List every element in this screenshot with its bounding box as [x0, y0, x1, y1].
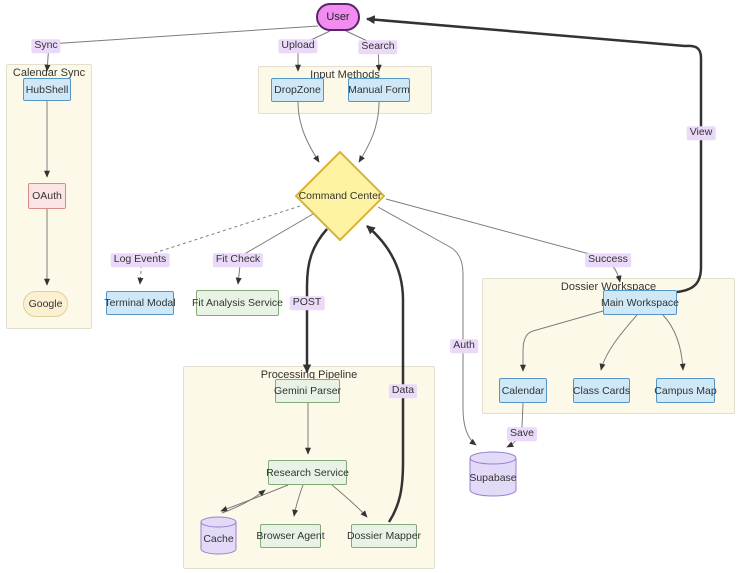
node-label: Class Cards: [572, 384, 631, 397]
node-label: DropZone: [274, 84, 321, 96]
node-cache: Cache: [200, 516, 237, 555]
edge-label-auth: Auth: [450, 339, 478, 353]
node-terminal-modal: Terminal Modal: [104, 291, 176, 315]
node-supabase: Supabase: [469, 451, 517, 497]
subgraph-title: Processing Pipeline: [260, 369, 358, 381]
node-research-service: Research Service: [266, 460, 349, 485]
node-label: User: [326, 11, 350, 23]
node-fit-analysis-service: Fit Analysis Service: [192, 290, 283, 316]
node-label: Research Service: [266, 466, 349, 479]
node-google: Google: [23, 291, 68, 317]
node-user: User: [316, 3, 360, 31]
edge-researchservice-dossiermapper: [331, 484, 368, 518]
node-browser-agent: Browser Agent: [256, 524, 325, 548]
edge-cache-researchservice: [221, 489, 266, 514]
node-label: Browser Agent: [256, 530, 325, 542]
edge-mainworkspace-user: [366, 15, 703, 294]
node-label: Supabase: [469, 472, 517, 484]
edge-label-success: Success: [585, 253, 631, 267]
edge-label-log-events: Log Events: [110, 253, 170, 267]
node-label: Manual Form: [348, 84, 410, 96]
node-label: Command Center: [298, 190, 382, 202]
node-calendar: Calendar: [499, 378, 547, 403]
node-label: Calendar: [501, 384, 545, 397]
edge-label-sync: Sync: [31, 39, 61, 53]
edge-researchservice-browseragent: [292, 484, 304, 517]
diamond-shape: [295, 151, 385, 241]
node-label: Campus Map: [654, 384, 717, 397]
edge-label-post: POST: [289, 296, 325, 310]
edge-commandcenter-mainworkspace: [385, 198, 622, 283]
node-command-center: Command Center: [294, 150, 386, 242]
node-label: Cache: [203, 533, 234, 545]
node-dropzone: DropZone: [271, 78, 324, 102]
node-label: Fit Analysis Service: [191, 297, 284, 309]
edge-mainworkspace-classcards: [599, 314, 638, 371]
cylinder-shape: [200, 516, 237, 555]
node-class-cards: Class Cards: [573, 378, 630, 403]
node-label: OAuth: [32, 190, 62, 202]
node-dossier-mapper: Dossier Mapper: [347, 524, 421, 548]
edge-mainworkspace-calendar: [520, 310, 604, 372]
node-manual-form: Manual Form: [348, 78, 410, 102]
edge-label-view: View: [686, 126, 716, 140]
edge-commandcenter-supabase: [377, 206, 477, 446]
edge-dropzone-commandcenter: [297, 101, 320, 163]
edge-label-save: Save: [507, 427, 537, 441]
edge-label-search: Search: [358, 40, 398, 54]
edge-dossiermapper-commandcenter: [366, 225, 405, 523]
node-label: Terminal Modal: [104, 297, 176, 309]
edge-label-upload: Upload: [278, 39, 318, 53]
node-hubshell: HubShell: [23, 78, 71, 101]
node-label: Gemini Parser: [273, 385, 342, 397]
node-main-workspace: Main Workspace: [601, 290, 680, 315]
node-label: HubShell: [25, 83, 69, 96]
edge-label-data: Data: [388, 384, 418, 398]
edge-mainworkspace-campusmap: [662, 314, 686, 371]
node-label: Dossier Mapper: [346, 530, 422, 542]
node-oauth: OAuth: [28, 183, 66, 209]
cylinder-shape: [469, 451, 517, 497]
edge-manualform-commandcenter: [358, 101, 380, 163]
node-label: Main Workspace: [601, 296, 680, 309]
node-campus-map: Campus Map: [654, 378, 717, 403]
node-gemini-parser: Gemini Parser: [273, 379, 342, 403]
edge-label-fit-check: Fit Check: [212, 253, 264, 267]
edge-user-hubshell: [44, 25, 319, 72]
edge-commandcenter-geminiparser: [302, 228, 328, 374]
subgraph-title: Calendar Sync: [12, 67, 86, 79]
edge-commandcenter-terminalmodal: [137, 205, 301, 285]
node-label: Google: [28, 298, 63, 310]
